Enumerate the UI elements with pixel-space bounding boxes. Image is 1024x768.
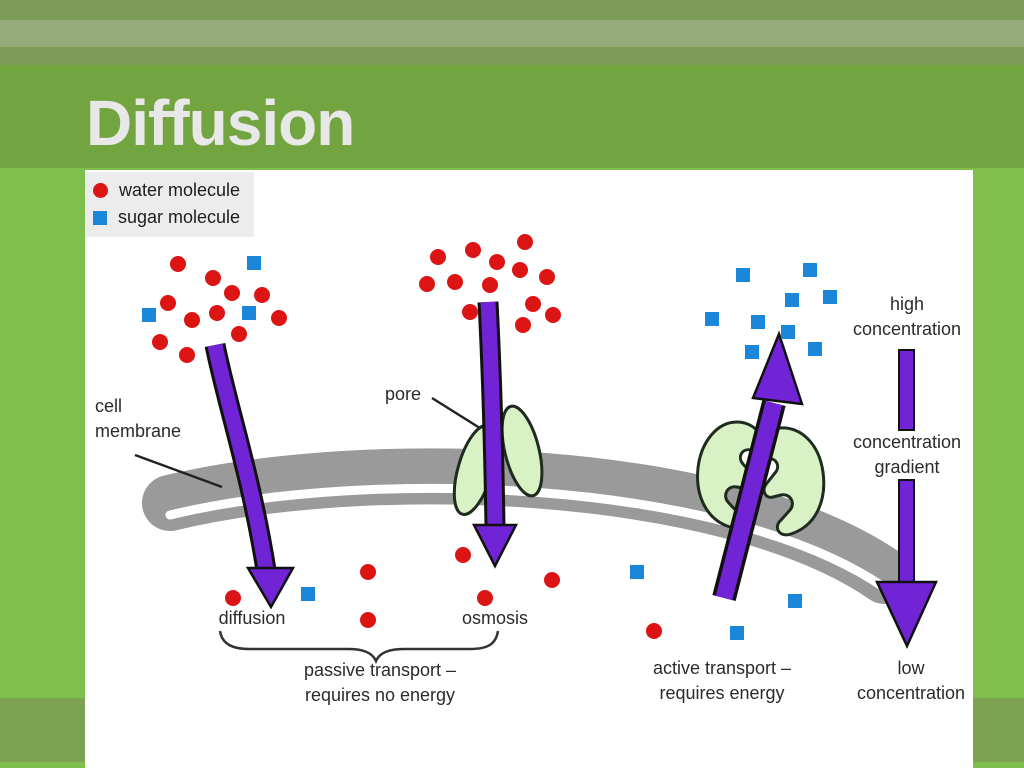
legend-label-water: water molecule (119, 180, 241, 200)
water-molecule (225, 590, 241, 606)
active-transport-arrow (712, 330, 804, 601)
passive-transport-brace (218, 630, 500, 665)
sugar-molecule (630, 565, 644, 579)
water-molecule (539, 269, 555, 285)
high-concentration-label: high concentration (852, 294, 962, 339)
sugar-molecule (751, 315, 765, 329)
diffusion-arrow (204, 342, 296, 610)
diagram-svg (134, 234, 938, 665)
water-molecule (224, 285, 240, 301)
water-molecule (205, 270, 221, 286)
water-molecule (430, 249, 446, 265)
sugar-molecule (808, 342, 822, 356)
water-molecule-icon (93, 183, 108, 198)
water-molecule (360, 612, 376, 628)
sugar-molecule (785, 293, 799, 307)
header-stripe-mid (0, 47, 1024, 65)
pore-leader-line (431, 396, 484, 432)
water-molecule (525, 296, 541, 312)
cell-membrane-label: cell membrane (95, 396, 182, 441)
sugar-molecule (301, 587, 315, 601)
water-molecule (271, 310, 287, 326)
sugar-molecule (730, 626, 744, 640)
water-molecule (231, 326, 247, 342)
concentration-gradient-label: concentration gradient (852, 432, 962, 477)
water-molecule (465, 242, 481, 258)
sugar-molecule (736, 268, 750, 282)
water-molecule (489, 254, 505, 270)
water-molecule (209, 305, 225, 321)
sugar-molecule (803, 263, 817, 277)
sugar-molecule (247, 256, 261, 270)
slide-title: Diffusion (86, 87, 355, 159)
sugar-molecule (242, 306, 256, 320)
passive-transport-label: passive transport – requires no energy (303, 660, 457, 705)
osmosis-label: osmosis (461, 608, 529, 628)
water-molecule (254, 287, 270, 303)
molecules-layer (142, 234, 837, 640)
low-concentration-label: low concentration (856, 658, 966, 703)
water-molecule (360, 564, 376, 580)
water-molecule (515, 317, 531, 333)
sugar-molecule-icon (93, 210, 107, 225)
water-molecule (517, 234, 533, 250)
concentration-gradient-arrow (875, 349, 938, 649)
legend-item-water: water molecule (93, 177, 240, 204)
legend-label-sugar: sugar molecule (118, 207, 241, 227)
sugar-molecule (705, 312, 719, 326)
water-molecule (477, 590, 493, 606)
water-molecule (170, 256, 186, 272)
pore-right-crescent (500, 404, 544, 498)
water-molecule (544, 572, 560, 588)
sugar-molecule (745, 345, 759, 359)
sugar-molecule (781, 325, 795, 339)
water-molecule (462, 304, 478, 320)
legend: water molecule sugar molecule (85, 172, 255, 237)
title-band (0, 65, 1024, 168)
water-molecule (455, 547, 471, 563)
water-molecule (512, 262, 528, 278)
diagram-panel: water molecule sugar molecule cell membr… (85, 170, 973, 768)
osmosis-arrow (471, 301, 519, 569)
sugar-molecule (142, 308, 156, 322)
diffusion-label: diffusion (218, 608, 286, 628)
water-molecule (179, 347, 195, 363)
water-molecule (419, 276, 435, 292)
sugar-molecule (823, 290, 837, 304)
water-molecule (545, 307, 561, 323)
legend-item-sugar: sugar molecule (93, 204, 240, 231)
water-molecule (160, 295, 176, 311)
pore-label: pore (385, 384, 422, 404)
cell-membrane-leader-line (134, 453, 223, 489)
sugar-molecule (788, 594, 802, 608)
header-stripe-top (0, 0, 1024, 20)
water-molecule (152, 334, 168, 350)
active-transport-label: active transport – requires energy (652, 658, 792, 703)
header-stripe-sage (0, 20, 1024, 47)
water-molecule (184, 312, 200, 328)
water-molecule (646, 623, 662, 639)
water-molecule (482, 277, 498, 293)
water-molecule (447, 274, 463, 290)
